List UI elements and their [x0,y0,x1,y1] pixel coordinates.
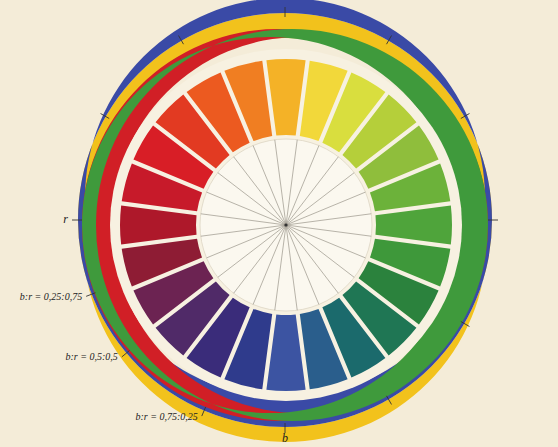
scale-tick [179,36,184,45]
spoke-line [207,192,286,225]
hue-segment [300,309,348,389]
ratio-label: r [63,213,68,226]
blue-band [78,0,492,427]
scale-tick [387,396,392,405]
hue-segment [120,205,197,244]
spoke-line [286,225,365,258]
spoke-line [286,214,371,225]
green-band [82,29,488,421]
scale-tick [72,220,82,221]
ratio-label: b [282,432,288,445]
scale-tick [122,350,130,356]
scale-tick [461,322,470,327]
hue-segment [370,163,450,211]
center-dot [284,223,287,226]
spoke-line [286,146,319,225]
red-band [82,29,488,421]
hue-segment [224,61,272,141]
hue-segment [375,205,452,244]
ratio-label: b:r = 0,75:0,25 [135,411,197,422]
hue-segment [266,314,305,391]
ratio-label: b:r = 0,25:0,75 [20,291,82,302]
scale-tick [101,114,110,119]
yellow-band [78,13,492,442]
ratio-label: b:r = 0,5:0,5 [66,351,118,362]
hue-segment [266,59,305,136]
hue-segment [122,239,202,287]
spoke-line [201,225,286,236]
scale-tick [202,407,206,416]
spoke-line [286,225,297,310]
hue-segments [120,59,452,391]
scale-tick [461,114,470,119]
wheel-ground [110,49,462,401]
scale-tick [86,293,95,297]
center-disc [200,139,372,311]
scale-tick [285,7,286,17]
spoke-line [253,225,286,304]
spoke-line [275,140,286,225]
scale-tick [488,220,498,221]
scale-tick [387,36,392,45]
